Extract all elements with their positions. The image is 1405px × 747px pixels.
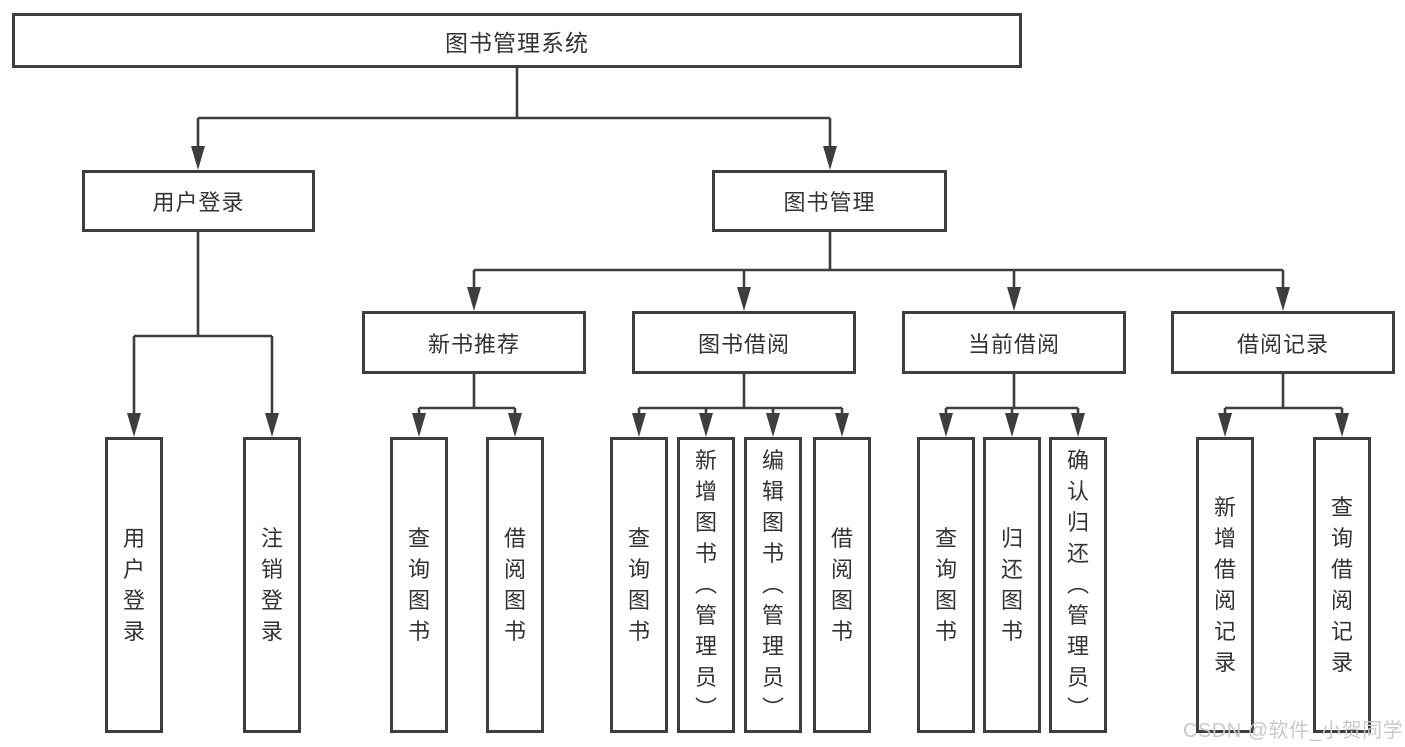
node-label: 新书推荐 <box>427 331 520 357</box>
leaf-label: 编辑图书︵管理员︶ <box>761 448 784 721</box>
leaf-nb-query-books: 查询图书 <box>390 437 448 733</box>
leaf-label: 注销登录 <box>260 525 283 644</box>
node-label: 当前借阅 <box>967 331 1060 357</box>
node-new-book-recommend: 新书推荐 <box>362 311 586 374</box>
leaf-cb-return-books: 归还图书 <box>983 437 1041 733</box>
node-label: 图书管理 <box>783 190 876 215</box>
node-user-login: 用户登录 <box>82 170 315 232</box>
leaf-label: 查询借阅记录 <box>1330 494 1353 675</box>
leaf-cb-query-books: 查询图书 <box>917 437 975 733</box>
node-book-management: 图书管理 <box>712 170 947 232</box>
node-label: 图书管理系统 <box>445 29 589 56</box>
leaf-user-login: 用户登录 <box>105 437 163 733</box>
leaf-cb-confirm-return-admin: 确认归还︵管理员︶ <box>1049 437 1107 733</box>
leaf-logout: 注销登录 <box>243 437 301 733</box>
leaf-label: 查询图书 <box>934 525 957 644</box>
leaf-label: 确认归还︵管理员︶ <box>1066 448 1089 721</box>
leaf-label: 新增图书︵管理员︶ <box>694 448 717 721</box>
leaf-bb-add-books-admin: 新增图书︵管理员︶ <box>677 437 735 733</box>
node-label: 借阅记录 <box>1236 331 1329 357</box>
node-book-borrow: 图书借阅 <box>632 311 856 374</box>
node-library-management-system: 图书管理系统 <box>12 13 1022 68</box>
leaf-bb-query-books: 查询图书 <box>610 437 668 733</box>
leaf-bb-edit-books-admin: 编辑图书︵管理员︶ <box>744 437 802 733</box>
node-label: 用户登录 <box>152 190 245 215</box>
leaf-label: 借阅图书 <box>830 525 853 644</box>
leaf-label: 借阅图书 <box>503 525 526 644</box>
node-label: 图书借阅 <box>697 331 790 357</box>
leaf-nb-borrow-books: 借阅图书 <box>486 437 544 733</box>
node-current-borrow: 当前借阅 <box>902 311 1126 374</box>
leaf-bb-borrow-books: 借阅图书 <box>813 437 871 733</box>
leaf-label: 新增借阅记录 <box>1213 494 1236 675</box>
leaf-label: 用户登录 <box>122 525 145 644</box>
csdn-watermark: CSDN @软件_小贺同学 <box>1183 720 1404 742</box>
leaf-label: 查询图书 <box>407 525 430 644</box>
leaf-label: 查询图书 <box>627 525 650 644</box>
node-borrow-records: 借阅记录 <box>1171 311 1395 374</box>
leaf-label: 归还图书 <box>1000 525 1023 644</box>
leaf-rec-add-record: 新增借阅记录 <box>1196 437 1254 733</box>
leaf-rec-query-record: 查询借阅记录 <box>1313 437 1371 733</box>
